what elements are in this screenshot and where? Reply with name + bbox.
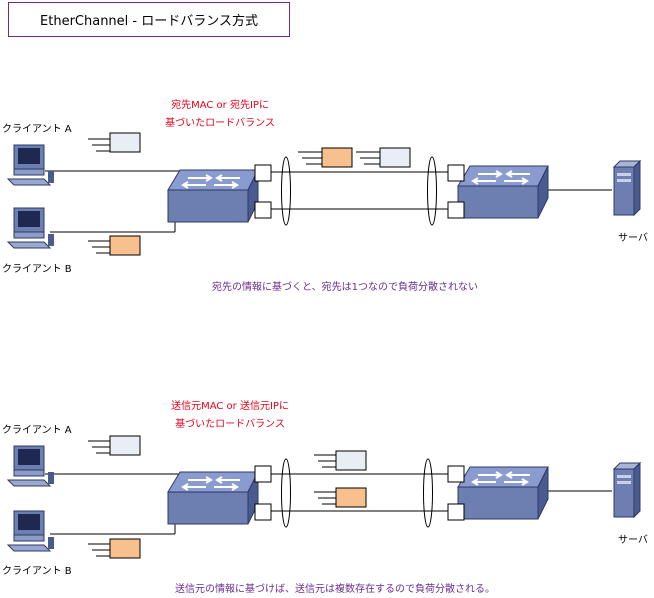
bundle-ellipse bbox=[281, 156, 291, 226]
method-line-2: 基づいたロードバランス bbox=[175, 419, 285, 430]
client-a-label: クライアント A bbox=[2, 425, 72, 436]
method-line-2: 基づいたロードバランス bbox=[165, 118, 275, 129]
pc-client-a-icon bbox=[7, 445, 55, 487]
client-a-label: クライアント A bbox=[2, 124, 72, 135]
frame-client-b bbox=[88, 235, 141, 256]
method-label: 送信元MAC or 送信元IPに 基づいたロードバランス bbox=[150, 398, 310, 434]
section-2 bbox=[7, 435, 641, 559]
server-icon bbox=[613, 462, 641, 518]
port-icon bbox=[447, 503, 465, 521]
frame-channel-b bbox=[314, 487, 367, 508]
pc-client-b-icon bbox=[7, 510, 55, 552]
client-b-label: クライアント B bbox=[2, 566, 72, 577]
port-icon bbox=[254, 465, 272, 483]
caption: 宛先の情報に基づくと、宛先は1つなので負荷分散されない bbox=[212, 282, 478, 293]
pc-client-b-icon bbox=[7, 207, 55, 249]
port-icon bbox=[447, 465, 465, 483]
diagram-title: EtherChannel - ロードバランス方式 bbox=[8, 2, 290, 37]
frame-channel-b bbox=[298, 147, 353, 168]
switch-right-icon bbox=[457, 165, 549, 219]
switch-left-icon bbox=[167, 471, 259, 525]
server-label: サーバ bbox=[618, 233, 648, 244]
frame-channel-a bbox=[314, 450, 367, 471]
bundle-ellipse bbox=[281, 458, 291, 528]
client-b-label: クライアント B bbox=[2, 264, 72, 275]
pc-client-a-icon bbox=[7, 144, 55, 186]
frame-client-a bbox=[88, 435, 141, 456]
switch-right-icon bbox=[457, 466, 549, 520]
bundle-ellipse bbox=[427, 156, 437, 226]
caption: 送信元の情報に基づけば、送信元は複数存在するので負荷分散される。 bbox=[175, 584, 495, 595]
frame-client-a bbox=[88, 132, 141, 153]
frame-channel-a bbox=[356, 147, 411, 168]
bundle-ellipse bbox=[423, 458, 433, 528]
server-icon bbox=[613, 160, 641, 216]
method-line-1: 送信元MAC or 送信元IPに bbox=[171, 401, 289, 412]
frame-client-b bbox=[88, 538, 141, 559]
port-icon bbox=[447, 201, 465, 219]
port-icon bbox=[447, 164, 465, 182]
method-label: 宛先MAC or 宛先IPに 基づいたロードバランス bbox=[150, 97, 290, 133]
port-icon bbox=[254, 201, 272, 219]
port-icon bbox=[254, 164, 272, 182]
method-line-1: 宛先MAC or 宛先IPに bbox=[171, 100, 269, 111]
port-icon bbox=[254, 503, 272, 521]
server-label: サーバ bbox=[618, 535, 648, 546]
section-1 bbox=[7, 132, 641, 256]
switch-left-icon bbox=[167, 169, 259, 223]
